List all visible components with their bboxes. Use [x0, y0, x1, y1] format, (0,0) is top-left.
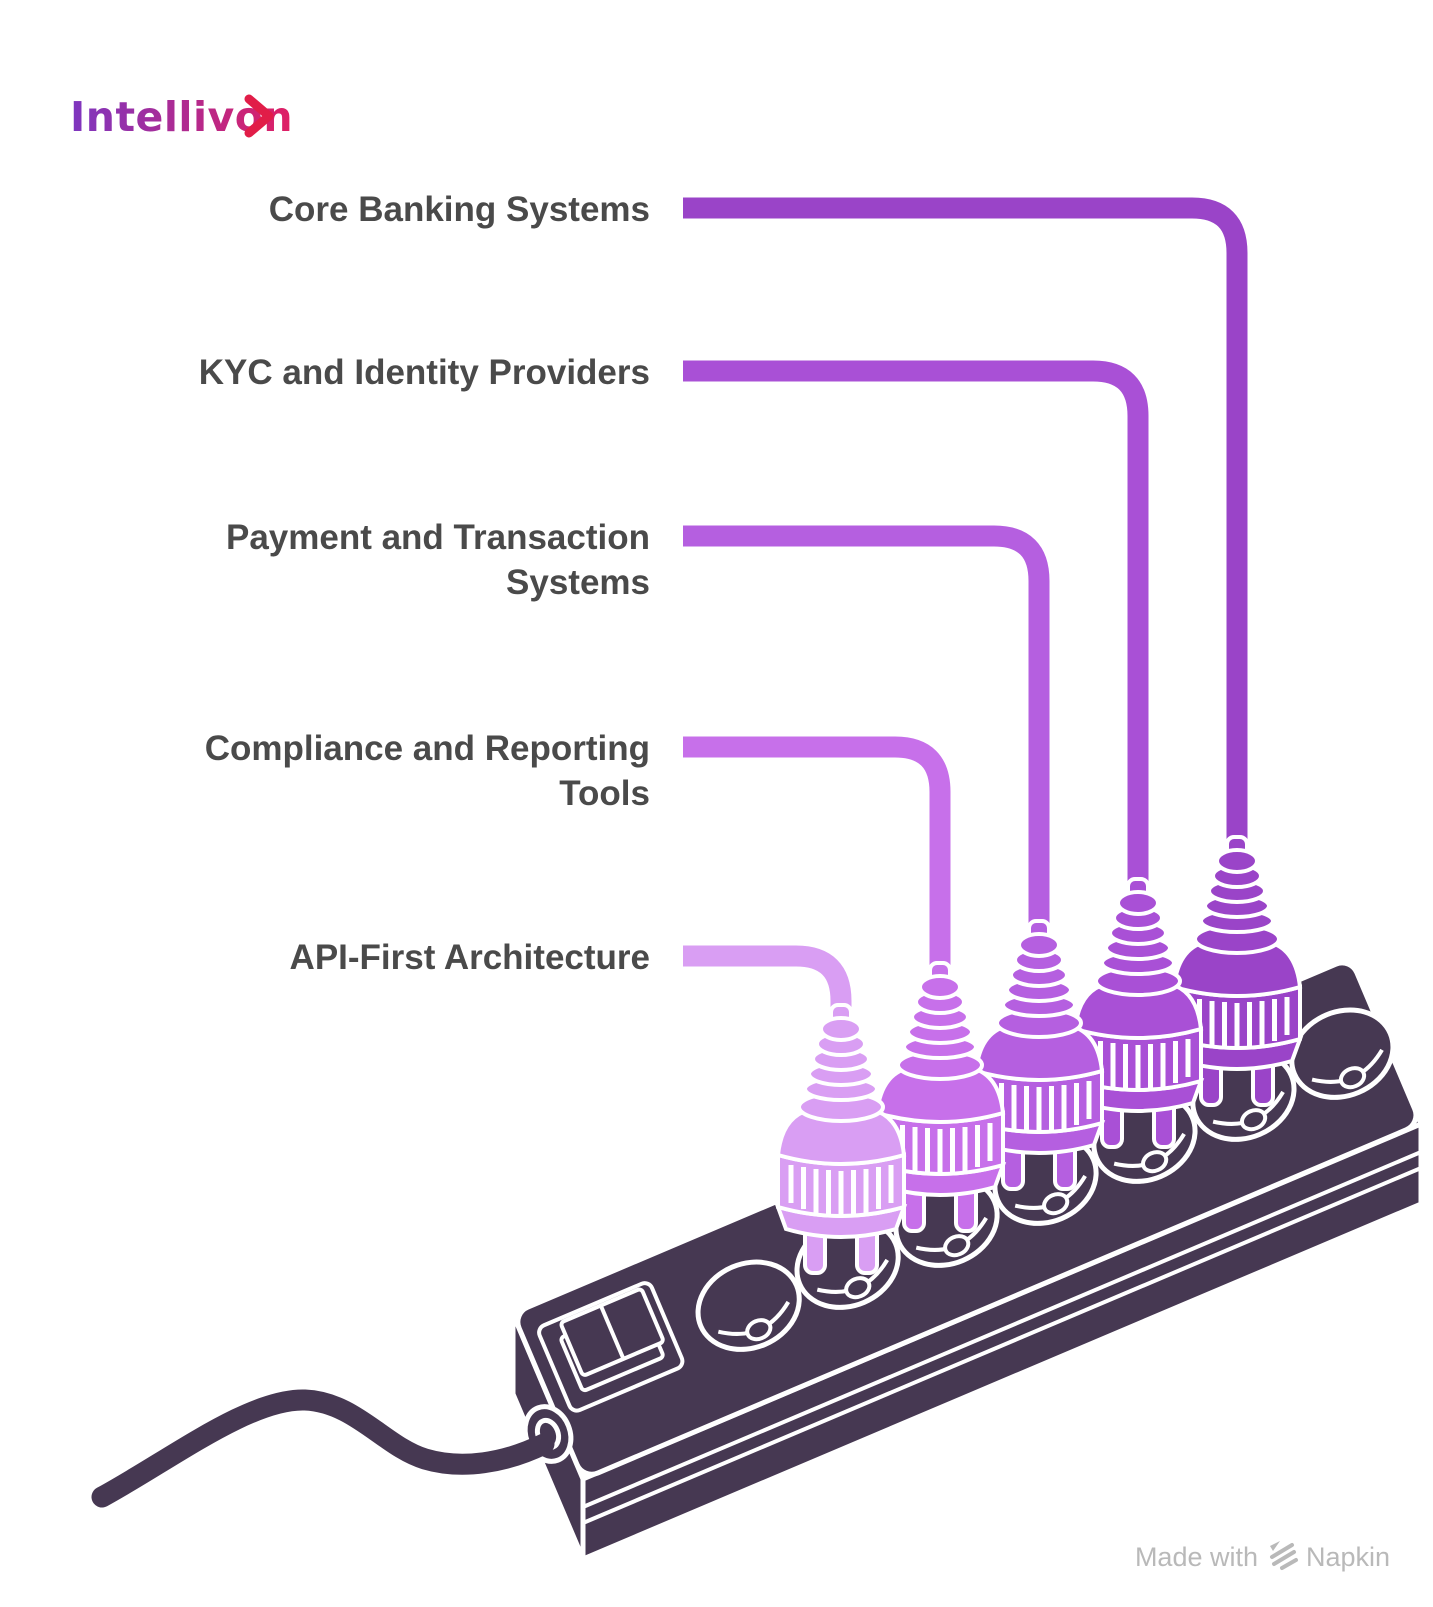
strip-groove-line-2	[582, 1166, 1422, 1525]
label-kyc-identity: KYC and Identity Providers	[199, 353, 650, 392]
logo-text: Intellivon	[70, 93, 293, 141]
label-api-first: API-First Architecture	[290, 938, 650, 977]
strip-groove-line-1	[582, 1150, 1422, 1509]
logo-chevron-icon	[244, 94, 274, 138]
label-core-banking: Core Banking Systems	[269, 190, 650, 229]
footer-made-with: Made with	[1135, 1542, 1258, 1572]
item-labels: Core Banking Systems KYC and Identity Pr…	[199, 190, 650, 977]
footer-brand: Napkin	[1306, 1542, 1390, 1572]
label-compliance-line2: Tools	[559, 774, 650, 813]
cable-kyc-identity	[683, 360, 1149, 907]
label-payment-line2: Systems	[506, 563, 650, 602]
label-compliance-line1: Compliance and Reporting	[205, 729, 650, 768]
footer: Made with Napkin	[1135, 1541, 1390, 1572]
cable-compliance-reporting	[683, 736, 951, 991]
label-payment-line1: Payment and Transaction	[226, 518, 650, 557]
cable-payment-transaction	[683, 525, 1050, 949]
cable-core-banking	[683, 197, 1248, 865]
logo: Intellivon	[70, 93, 293, 141]
power-cord	[91, 1389, 555, 1508]
cables	[683, 197, 1248, 1033]
power-switch	[537, 1281, 685, 1413]
napkin-logo-icon	[1270, 1541, 1298, 1570]
cable-api-first	[683, 945, 852, 1033]
